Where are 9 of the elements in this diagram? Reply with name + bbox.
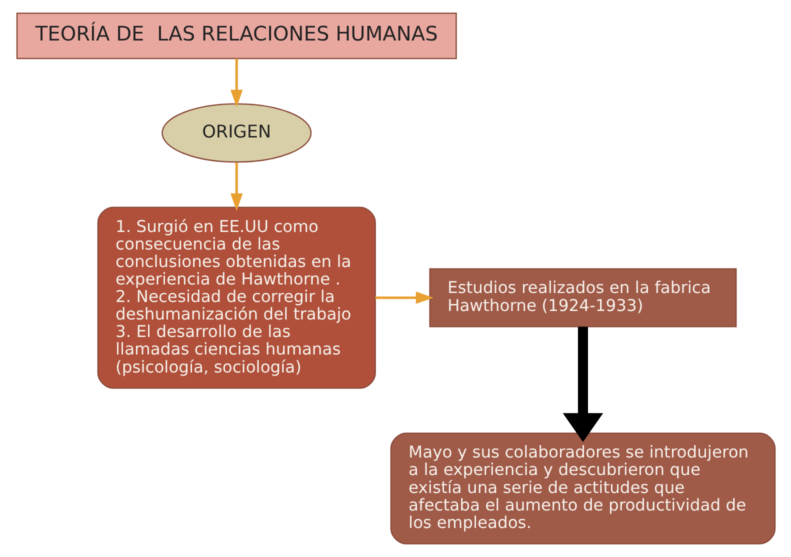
node-ellipse: ORIGEN (161, 103, 312, 163)
arrow (374, 292, 433, 304)
node-box: TEORÍA DE LAS RELACIONES HUMANAS (16, 12, 456, 60)
node-box: Mayo y sus colaboradores se introdujeron a la experiencia y descubrieron que existía una serie de actitudes que afectaba el aumento de productividad de los empleados. (390, 432, 776, 544)
arrow (230, 58, 242, 108)
node-box: Estudios realizados en la fabrica Hawthorne (1924-1933) (428, 268, 736, 328)
arrow (562, 326, 603, 442)
arrow (230, 162, 242, 211)
node-box: 1. Surgió en EE.UU como consecuencia de las conclusiones obtenidas en la experiencia de Hawthorne . 2. Necesidad de corregir la deshumanización del trabajo 3. El desarrollo de las llamadas ciencias humanas (psicología, sociología) (96, 206, 376, 389)
